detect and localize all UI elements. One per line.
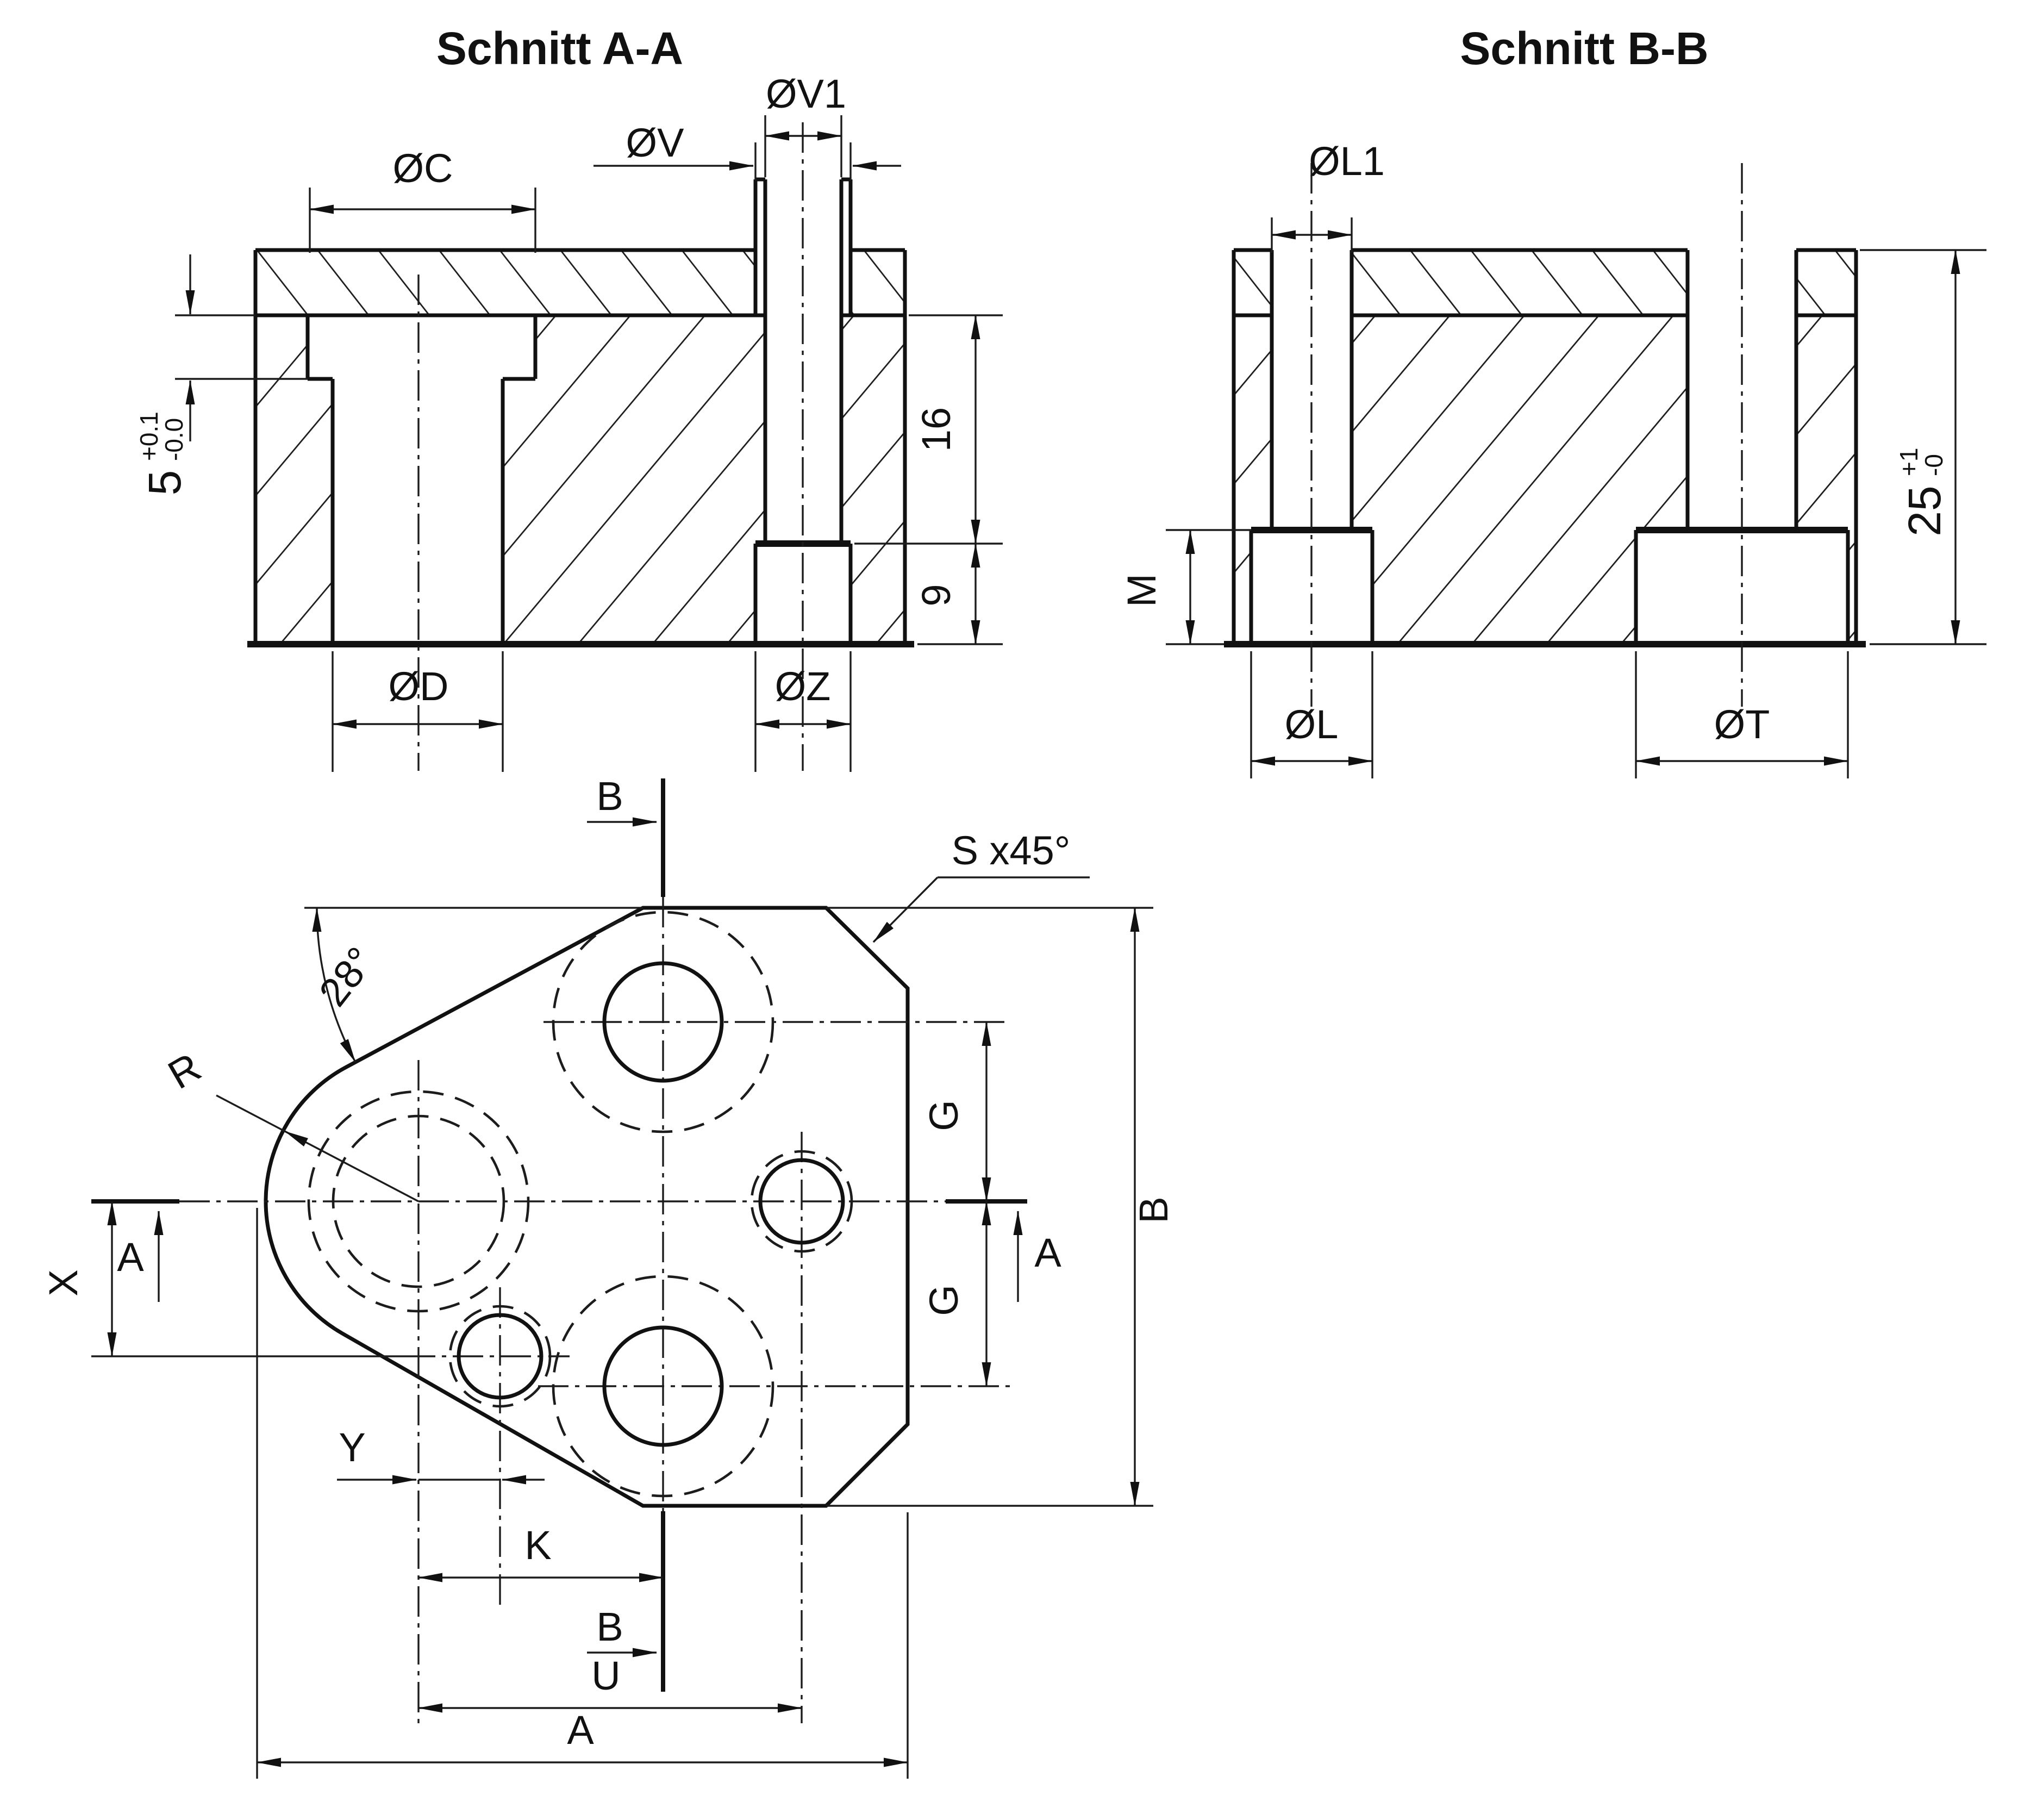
aa-label-recess-nominal: 5 (139, 470, 190, 496)
plan-label-u: U (591, 1653, 620, 1698)
plan-dim-a: A (256, 1208, 909, 1779)
plan-hole-right-small (750, 1150, 853, 1253)
plan-hole-left-large (307, 1090, 530, 1313)
plan-label-b: B (1131, 1196, 1176, 1223)
plan-label-a: A (567, 1707, 594, 1753)
bb-body-outline (1224, 248, 1866, 647)
plan-angle-dim: 28° (310, 907, 383, 1063)
aa-dim-v1: ØV1 (764, 71, 846, 177)
bb-label-l: ØL (1285, 702, 1339, 747)
plan-view: B B A A S x45° 28° R (41, 774, 1176, 1779)
aa-dim-recess5: 5 +0.1 -0.0 (135, 254, 308, 495)
plan-dim-k: K (418, 1523, 664, 1582)
aa-label-recess-minus: -0.0 (160, 418, 188, 461)
aa-dim-v: ØV (593, 120, 901, 180)
aa-label-v: ØV (626, 120, 685, 165)
plan-hole-bottom (552, 1275, 774, 1498)
bb-top-plate-hatch (1234, 250, 1856, 315)
plan-section-b-arrows: B B (587, 774, 657, 1657)
plan-label-chamfer: S x45° (952, 828, 1071, 873)
section-bb-title: Schnitt B-B (1460, 23, 1708, 74)
plan-label-g-upper: G (921, 1100, 966, 1131)
bb-label-l1: ØL1 (1309, 139, 1385, 184)
plan-label-a-left: A (117, 1235, 144, 1280)
plan-hole-centerlines (91, 1021, 1010, 1723)
aa-label-z: ØZ (775, 664, 831, 709)
plan-dim-b: B (1130, 907, 1176, 1506)
bb-dim-25: 25 +1 -0 (1860, 249, 1986, 645)
bb-main-block-hatch (1234, 315, 1856, 644)
aa-counterbore-hole (305, 315, 538, 644)
plan-hole-top (552, 911, 774, 1133)
plan-hole-bottom-left-small (448, 1305, 552, 1408)
plan-dim-g: G G (921, 1021, 991, 1387)
plan-dim-u: U (418, 1653, 802, 1713)
bb-dim-l-t: ØL ØT (1250, 651, 1849, 778)
plan-label-b-top: B (596, 774, 623, 819)
aa-label-c: ØC (393, 146, 453, 191)
plan-label-x: X (41, 1269, 86, 1296)
aa-label-9: 9 (914, 584, 959, 606)
plan-plate-outline (264, 906, 910, 1508)
aa-main-block-hatch (255, 315, 905, 644)
plan-label-angle: 28° (310, 939, 383, 1014)
section-aa-title: Schnitt A-A (436, 23, 683, 74)
section-aa-view: Schnitt A-A (135, 23, 1003, 772)
plan-label-b-bottom: B (596, 1604, 623, 1649)
section-bb-view: Schnitt B-B ØL1 (1119, 23, 1986, 778)
bb-label-t: ØT (1714, 702, 1770, 747)
plan-dim-y: Y (337, 1425, 545, 1485)
aa-dim-16-9: 16 9 (854, 314, 1003, 645)
plan-label-radius: R (160, 1044, 208, 1098)
plan-label-y: Y (339, 1425, 365, 1470)
plan-dim-x: X (41, 1201, 117, 1357)
bb-label-25-minus: -0 (1920, 454, 1948, 476)
bb-dim-m: M (1119, 529, 1251, 645)
bb-right-hole (1634, 250, 1850, 644)
aa-top-plate-hatch (255, 250, 905, 315)
plan-chamfer-callout: S x45° (872, 828, 1090, 943)
bb-dim-l1: ØL1 (1271, 139, 1385, 253)
bb-label-25-plus: +1 (1895, 448, 1923, 476)
bb-label-m: M (1119, 574, 1164, 607)
plan-section-a-arrows: A A (117, 1211, 1061, 1302)
plan-label-k: K (524, 1523, 551, 1568)
plan-label-g-lower: G (921, 1285, 966, 1316)
plan-label-a-right: A (1034, 1230, 1061, 1275)
aa-dim-d-z: ØD ØZ (332, 651, 852, 772)
aa-label-d: ØD (389, 664, 449, 709)
bb-label-25-nominal: 25 (1899, 485, 1950, 536)
aa-label-recess-plus: +0.1 (135, 412, 163, 461)
aa-label-v1: ØV1 (766, 71, 846, 116)
bb-left-hole (1249, 250, 1375, 644)
plan-edge-extensions (304, 907, 1153, 1507)
aa-dim-c: ØC (309, 146, 536, 253)
aa-label-16: 16 (914, 407, 959, 452)
